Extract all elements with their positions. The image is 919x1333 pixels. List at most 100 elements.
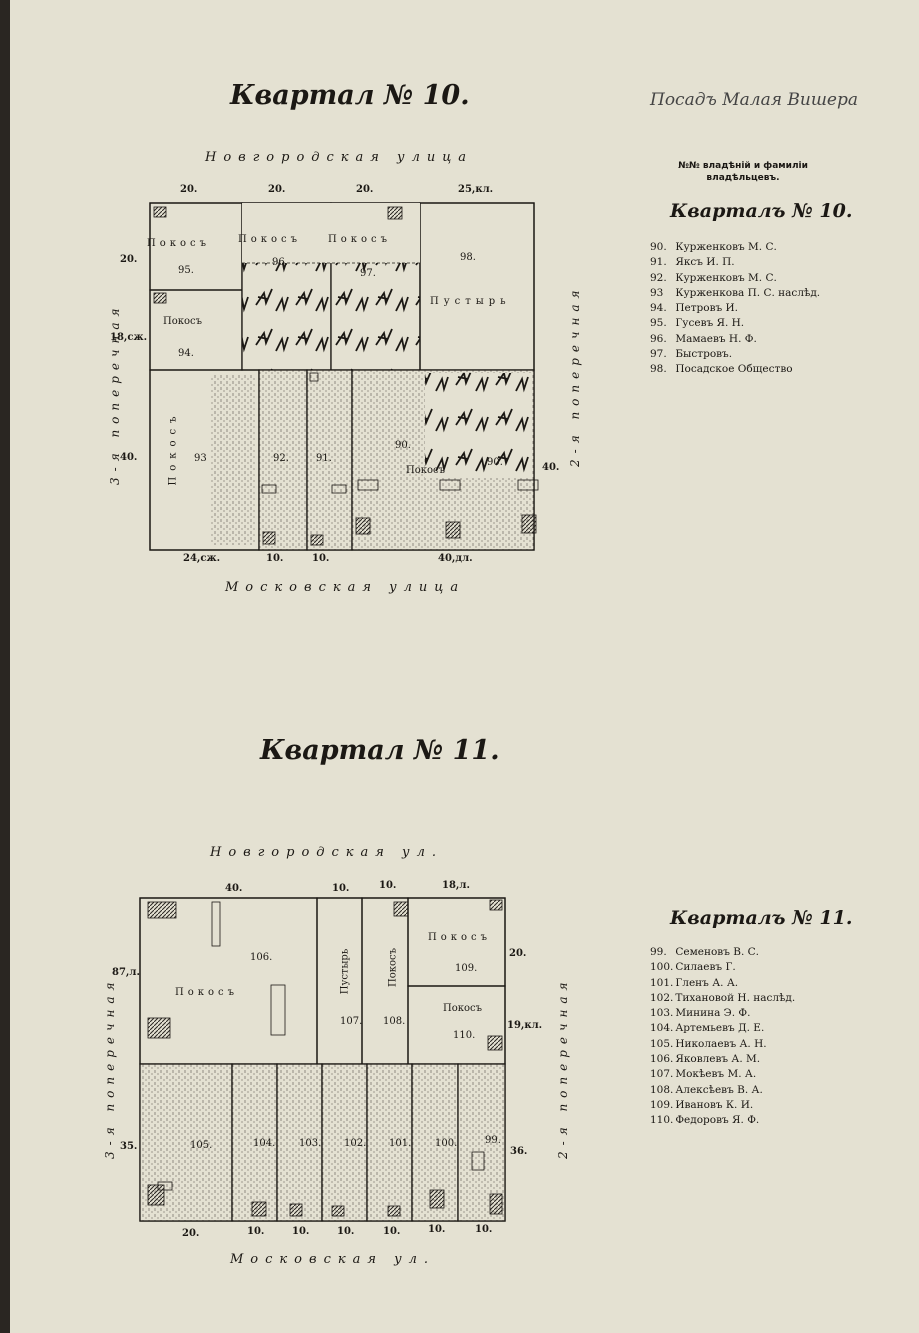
block10-dim-bottom-3: 10. — [312, 553, 330, 564]
legend-entry: 97. Быстровъ. — [650, 347, 820, 362]
plot-92-number: 92. — [273, 453, 289, 464]
legend-entry-number: 92. — [650, 271, 667, 284]
block11-dim-right-3: 36. — [510, 1146, 528, 1157]
block11-dim-bottom-3: 10. — [292, 1226, 310, 1237]
legend-entry-owner: Петровъ И. — [675, 302, 738, 315]
legend-entry-owner: Мокѣевъ М. А. — [675, 1068, 757, 1081]
plot-90-number-b: 90. — [487, 457, 503, 468]
block10-title: Квартал № 10. — [230, 80, 470, 111]
plot-106-cell — [139, 897, 318, 1065]
legend-entry-owner: Посадское Общество — [675, 363, 793, 376]
legend-block11-list: 99. Семеновъ В. С.100. Силаевъ Г.101. Гл… — [650, 945, 795, 1129]
atlas-page: Квартал № 10. Посадъ Малая Вишера Новгор… — [10, 0, 919, 1333]
plot-110-pokos: Покосъ — [443, 1003, 482, 1014]
block11-dim-top-1: 40. — [225, 883, 243, 894]
plot-106-pokos: Покосъ — [175, 987, 238, 998]
legend-entry-owner: Курженковъ М. С. — [675, 241, 777, 253]
block11-dim-left-2: 35. — [120, 1141, 138, 1152]
legend-entry-number: 108. — [650, 1083, 674, 1096]
plot-108-number: 108. — [383, 1016, 406, 1027]
block11-street-bottom: Московская ул. — [230, 1252, 436, 1267]
legend-entry-number: 94. — [650, 302, 667, 315]
block11-dim-bottom-1: 20. — [182, 1228, 200, 1239]
plot-106-number: 106. — [250, 952, 273, 963]
plot-97-number: 97. — [360, 268, 376, 279]
block10-street-bottom: Московская улица — [225, 580, 466, 595]
plot-110-number: 110. — [453, 1030, 476, 1041]
block11-dim-bottom-6: 10. — [428, 1224, 446, 1235]
legend-entry-owner: Артемьевъ Д. Е. — [675, 1022, 765, 1035]
legend-entry-number: 101. — [650, 976, 674, 989]
block10-dim-bottom-4: 40,дл. — [438, 553, 473, 564]
legend-entry: 104. Артемьевъ Д. Е. — [650, 1021, 795, 1036]
legend-entry-number: 99. — [650, 946, 667, 958]
legend-entry-number: 91. — [650, 256, 667, 269]
legend-entry-owner: Курженковъ М. С. — [675, 271, 777, 284]
legend-entry: 106. Яковлевъ А. М. — [650, 1052, 795, 1067]
block11-dim-bottom-7: 10. — [475, 1224, 493, 1235]
plot-93-pokos: Покосъ — [167, 410, 179, 486]
legend-entry-owner: Мамаевъ Н. Ф. — [675, 332, 757, 345]
legend-entry: 103. Минина Э. Ф. — [650, 1006, 795, 1021]
plot-90-pokos: Покосъ — [406, 465, 445, 476]
plot-107-pustyr: Пустырь — [339, 948, 351, 995]
block10-dim-right: 40. — [542, 462, 560, 473]
legend-entry-owner: Николаевъ А. Н. — [675, 1037, 767, 1050]
block10-dim-top-1: 20. — [180, 184, 198, 195]
block11-street-left: 3-я поперечная — [103, 976, 117, 1159]
block10-dim-left-3: 40. — [120, 452, 138, 463]
plot-93-number: 93 — [194, 453, 207, 464]
legend-entry-owner: Тихановой Н. наслѣд. — [675, 991, 796, 1004]
plot-96-number: 96. — [272, 257, 288, 268]
block10-dim-bottom-2: 10. — [266, 553, 284, 564]
plot-98-pustyr: Пустырь — [430, 296, 511, 307]
legend-block10-list: 90. Курженковъ М. С.91. Яксъ И. П.92. Ку… — [650, 240, 820, 378]
block11-title: Квартал № 11. — [260, 735, 500, 766]
plot-108-pokos: Покосъ — [387, 948, 399, 987]
legend-entry-owner: Гусевъ Я. Н. — [675, 317, 745, 330]
plot-108-cell — [361, 897, 409, 1065]
legend-entry: 109. Ивановъ К. И. — [650, 1098, 795, 1113]
plot-104-number: 104. — [253, 1138, 276, 1149]
legend-entry-owner: Силаевъ Г. — [675, 961, 736, 974]
plot-102-number: 102. — [344, 1138, 367, 1149]
plot-110-cell — [407, 985, 506, 1065]
plot-94-number: 94. — [178, 348, 194, 359]
legend-entry: 105. Николаевъ А. Н. — [650, 1037, 795, 1052]
block11-dim-right-2: 19,кл. — [507, 1020, 543, 1031]
legend-entry-number: 104. — [650, 1022, 674, 1035]
legend-block10-title: Кварталъ № 10. — [670, 200, 853, 222]
block11-street-top: Новгородская ул. — [210, 845, 443, 860]
plot-92-cell — [258, 369, 308, 551]
legend-entry: 100. Силаевъ Г. — [650, 960, 795, 975]
legend-entry-number: 106. — [650, 1053, 674, 1066]
legend-entry-owner: Федоровъ Я. Ф. — [675, 1114, 760, 1127]
legend-entry-number: 98. — [650, 363, 667, 376]
block11-dim-top-2: 10. — [332, 883, 350, 894]
legend-entry-owner: Курженкова П. С. наслѣд. — [675, 286, 821, 299]
legend-entry-number: 100. — [650, 961, 674, 974]
plot-94-pokos: Покосъ — [163, 316, 202, 327]
plot-102-cell — [321, 1063, 368, 1222]
legend-entry-owner: Ивановъ К. И. — [675, 1098, 754, 1111]
plot-107-number: 107. — [340, 1016, 363, 1027]
plot-104-cell — [231, 1063, 278, 1222]
block10-dim-top-3: 20. — [356, 184, 374, 195]
plot-90-number-a: 90. — [395, 440, 411, 451]
legend-entry-owner: Семеновъ В. С. — [675, 946, 759, 958]
legend-entry: 94. Петровъ И. — [650, 301, 820, 316]
legend-entry-number: 107. — [650, 1068, 674, 1081]
plot-98-cell — [419, 202, 535, 371]
legend-entry-owner: Быстровъ. — [675, 348, 733, 361]
legend-block11-title: Кварталъ № 11. — [670, 907, 853, 929]
block10-street-top: Новгородская улица — [205, 150, 474, 165]
block11-dim-right-1: 20. — [509, 948, 527, 959]
legend-entry-owner: Минина Э. Ф. — [675, 1007, 751, 1020]
block11-dim-bottom-4: 10. — [337, 1226, 355, 1237]
legend-entry-number: 110. — [650, 1114, 674, 1127]
legend-entry-number: 93 — [650, 286, 664, 299]
block11-dim-bottom-2: 10. — [247, 1226, 265, 1237]
plot-95-number: 95. — [178, 265, 194, 276]
legend-entry: 107. Мокѣевъ М. А. — [650, 1067, 795, 1082]
legend-entry: 108. Алексѣевъ В. А. — [650, 1083, 795, 1098]
